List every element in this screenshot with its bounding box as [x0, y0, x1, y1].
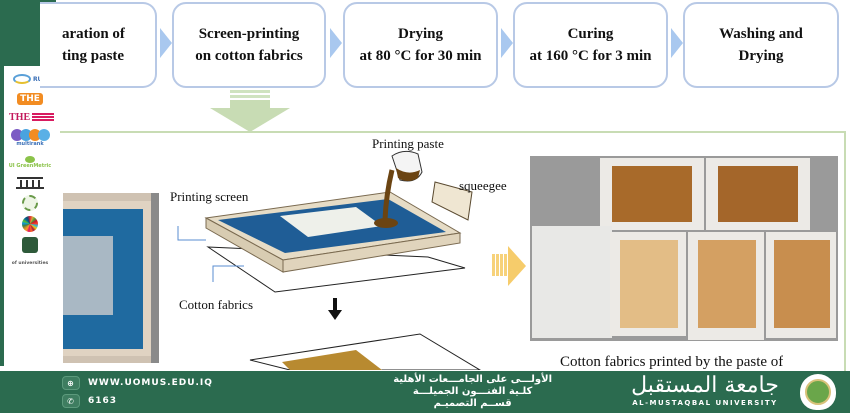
screen-printing-diagram [177, 150, 481, 370]
flow-arrow-icon [501, 28, 513, 58]
down-arrow-icon [210, 90, 290, 134]
pillar-logo-icon [7, 175, 53, 191]
greenmetric-logo: UI GreenMetric [7, 152, 53, 172]
footer-phone: ✆ 6163 [62, 394, 117, 408]
multirank-logo: multirank [7, 127, 53, 149]
results-caption: Cotton fabrics printed by the paste of [560, 354, 784, 370]
university-crest-icon [800, 374, 836, 410]
globe-icon: ⊕ [62, 376, 80, 390]
the-impact-logo: THE [7, 110, 55, 124]
step-curing: Curing at 160 °C for 3 min [513, 2, 668, 88]
footer-bar: ⊕ WWW.UOMUS.EDU.IQ ✆ 6163 الأولـــى على … [0, 371, 850, 413]
of-universities-logo: of universities [11, 260, 49, 266]
label-printing-paste: Printing paste [372, 136, 444, 151]
step-screen-printing: Screen-printing on cotton fabrics [172, 2, 326, 88]
step-washing-and-drying: Washing and Drying [683, 2, 839, 88]
university-brand: جامعة المستقبل AL-MUSTAQBAL UNIVERSITY [631, 373, 779, 407]
label-squeegee: squeegee [459, 178, 507, 193]
arab-union-logo-icon [7, 194, 53, 212]
sdg-logo-icon [7, 215, 53, 233]
footer-website[interactable]: ⊕ WWW.UOMUS.EDU.IQ [62, 376, 213, 390]
phone-icon: ✆ [62, 394, 80, 408]
flow-arrow-icon [671, 28, 683, 58]
right-arrow-icon [492, 246, 532, 286]
printing-screen-photo [63, 193, 159, 363]
step-drying: Drying at 80 °C for 30 min [343, 2, 498, 88]
flow-arrow-icon [330, 28, 342, 58]
label-printing-screen: Printing screen [170, 189, 249, 204]
sidebar-rail [0, 66, 4, 366]
flow-arrow-icon [160, 28, 172, 58]
arab-universities-logo-icon [7, 236, 53, 254]
label-cotton-fabrics: Cotton fabrics [179, 297, 254, 312]
step-preparation-of-printing-paste: aration of ting paste [40, 2, 157, 88]
printed-fabrics-photo [530, 156, 838, 341]
the-logo: THE [7, 91, 53, 107]
ranking-logos: RUR THE THE multirank UI GreenMetric of … [4, 66, 56, 316]
college-info: الأولـــى على الجامـــعات الأهلية كلـية … [393, 374, 552, 409]
